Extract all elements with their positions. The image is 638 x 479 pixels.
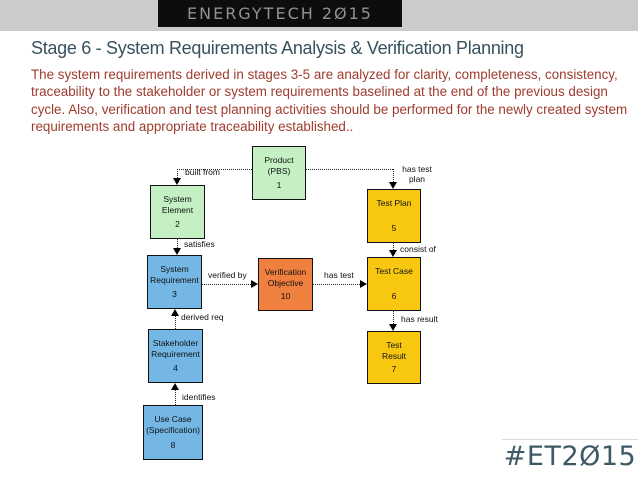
node-label: Use Case (Specification) bbox=[146, 414, 200, 435]
arrowhead-up-icon bbox=[171, 383, 179, 390]
edge-line bbox=[313, 284, 360, 285]
edge-label-satisfies: satisfies bbox=[184, 239, 215, 249]
edge-line bbox=[177, 169, 252, 170]
arrowhead-down-icon bbox=[389, 250, 397, 257]
edge-label-has-result: has result bbox=[401, 314, 438, 324]
node-system-requirement: System Requirement 3 bbox=[147, 255, 202, 309]
header-bar: ENERGYTECH 2Ø15 bbox=[0, 0, 638, 31]
energytech-logo-text: ENERGYTECH 2Ø15 bbox=[187, 4, 373, 23]
node-product: Product (PBS) 1 bbox=[252, 146, 306, 200]
node-label: Stakeholder Requirement bbox=[151, 338, 200, 359]
et2015-hashtag-logo: #ET2Ø15 bbox=[503, 441, 637, 472]
edge-line bbox=[306, 169, 393, 170]
node-number: 3 bbox=[172, 289, 177, 299]
edge-label-built-from: built from bbox=[185, 167, 220, 177]
node-number: 8 bbox=[170, 440, 176, 450]
node-label: Test Result bbox=[381, 340, 407, 361]
edge-line bbox=[202, 284, 251, 285]
node-label: System Requirement bbox=[150, 264, 199, 285]
edge-line bbox=[175, 316, 176, 329]
energytech-logo: ENERGYTECH 2Ø15 bbox=[158, 0, 402, 27]
node-verification-objective: Verification Objective 10 bbox=[258, 258, 313, 311]
arrowhead-up-icon bbox=[171, 309, 179, 316]
slide-body-text: The system requirements derived in stage… bbox=[31, 67, 628, 134]
edge-label-verified-by: verified by bbox=[208, 270, 247, 280]
edge-label-consist-of: consist of bbox=[400, 244, 436, 254]
edge-label-has-test-plan: has test plan bbox=[402, 164, 432, 184]
node-use-case: Use Case (Specification) 8 bbox=[143, 405, 203, 460]
node-number: 5 bbox=[391, 223, 397, 233]
node-number: 2 bbox=[175, 219, 180, 229]
edge-line bbox=[393, 311, 394, 324]
node-number: 6 bbox=[391, 291, 397, 301]
edge-label-derived-req: derived req bbox=[181, 312, 224, 322]
node-system-element: System Element 2 bbox=[150, 185, 205, 239]
node-number: 1 bbox=[276, 180, 282, 190]
node-test-plan: Test Plan 5 bbox=[367, 189, 421, 243]
node-label: Verification Objective bbox=[264, 267, 307, 288]
edge-label-has-test: has test bbox=[324, 270, 354, 280]
node-number: 7 bbox=[391, 364, 397, 374]
arrowhead-right-icon bbox=[251, 280, 258, 288]
arrowhead-right-icon bbox=[360, 280, 367, 288]
node-label: Test Plan bbox=[376, 198, 412, 208]
node-number: 4 bbox=[173, 363, 178, 373]
node-label: System Element bbox=[161, 194, 194, 215]
edge-line bbox=[175, 390, 176, 405]
node-stakeholder-requirement: Stakeholder Requirement 4 bbox=[148, 329, 203, 383]
slide-title: Stage 6 - System Requirements Analysis &… bbox=[31, 38, 524, 58]
arrowhead-down-icon bbox=[173, 178, 181, 185]
node-test-result: Test Result 7 bbox=[367, 331, 421, 384]
edge-line bbox=[177, 169, 178, 178]
arrowhead-down-icon bbox=[389, 324, 397, 331]
node-number: 10 bbox=[280, 291, 291, 301]
footer-divider bbox=[502, 439, 638, 440]
arrowhead-down-icon bbox=[389, 182, 397, 189]
arrowhead-down-icon bbox=[173, 248, 181, 255]
edge-line bbox=[393, 169, 394, 182]
edge-line bbox=[393, 243, 394, 250]
edge-line bbox=[177, 239, 178, 248]
node-label: Product (PBS) bbox=[264, 155, 294, 176]
edge-label-identifies: identifies bbox=[182, 392, 216, 402]
node-label: Test Case bbox=[375, 266, 413, 276]
node-test-case: Test Case 6 bbox=[367, 257, 421, 311]
